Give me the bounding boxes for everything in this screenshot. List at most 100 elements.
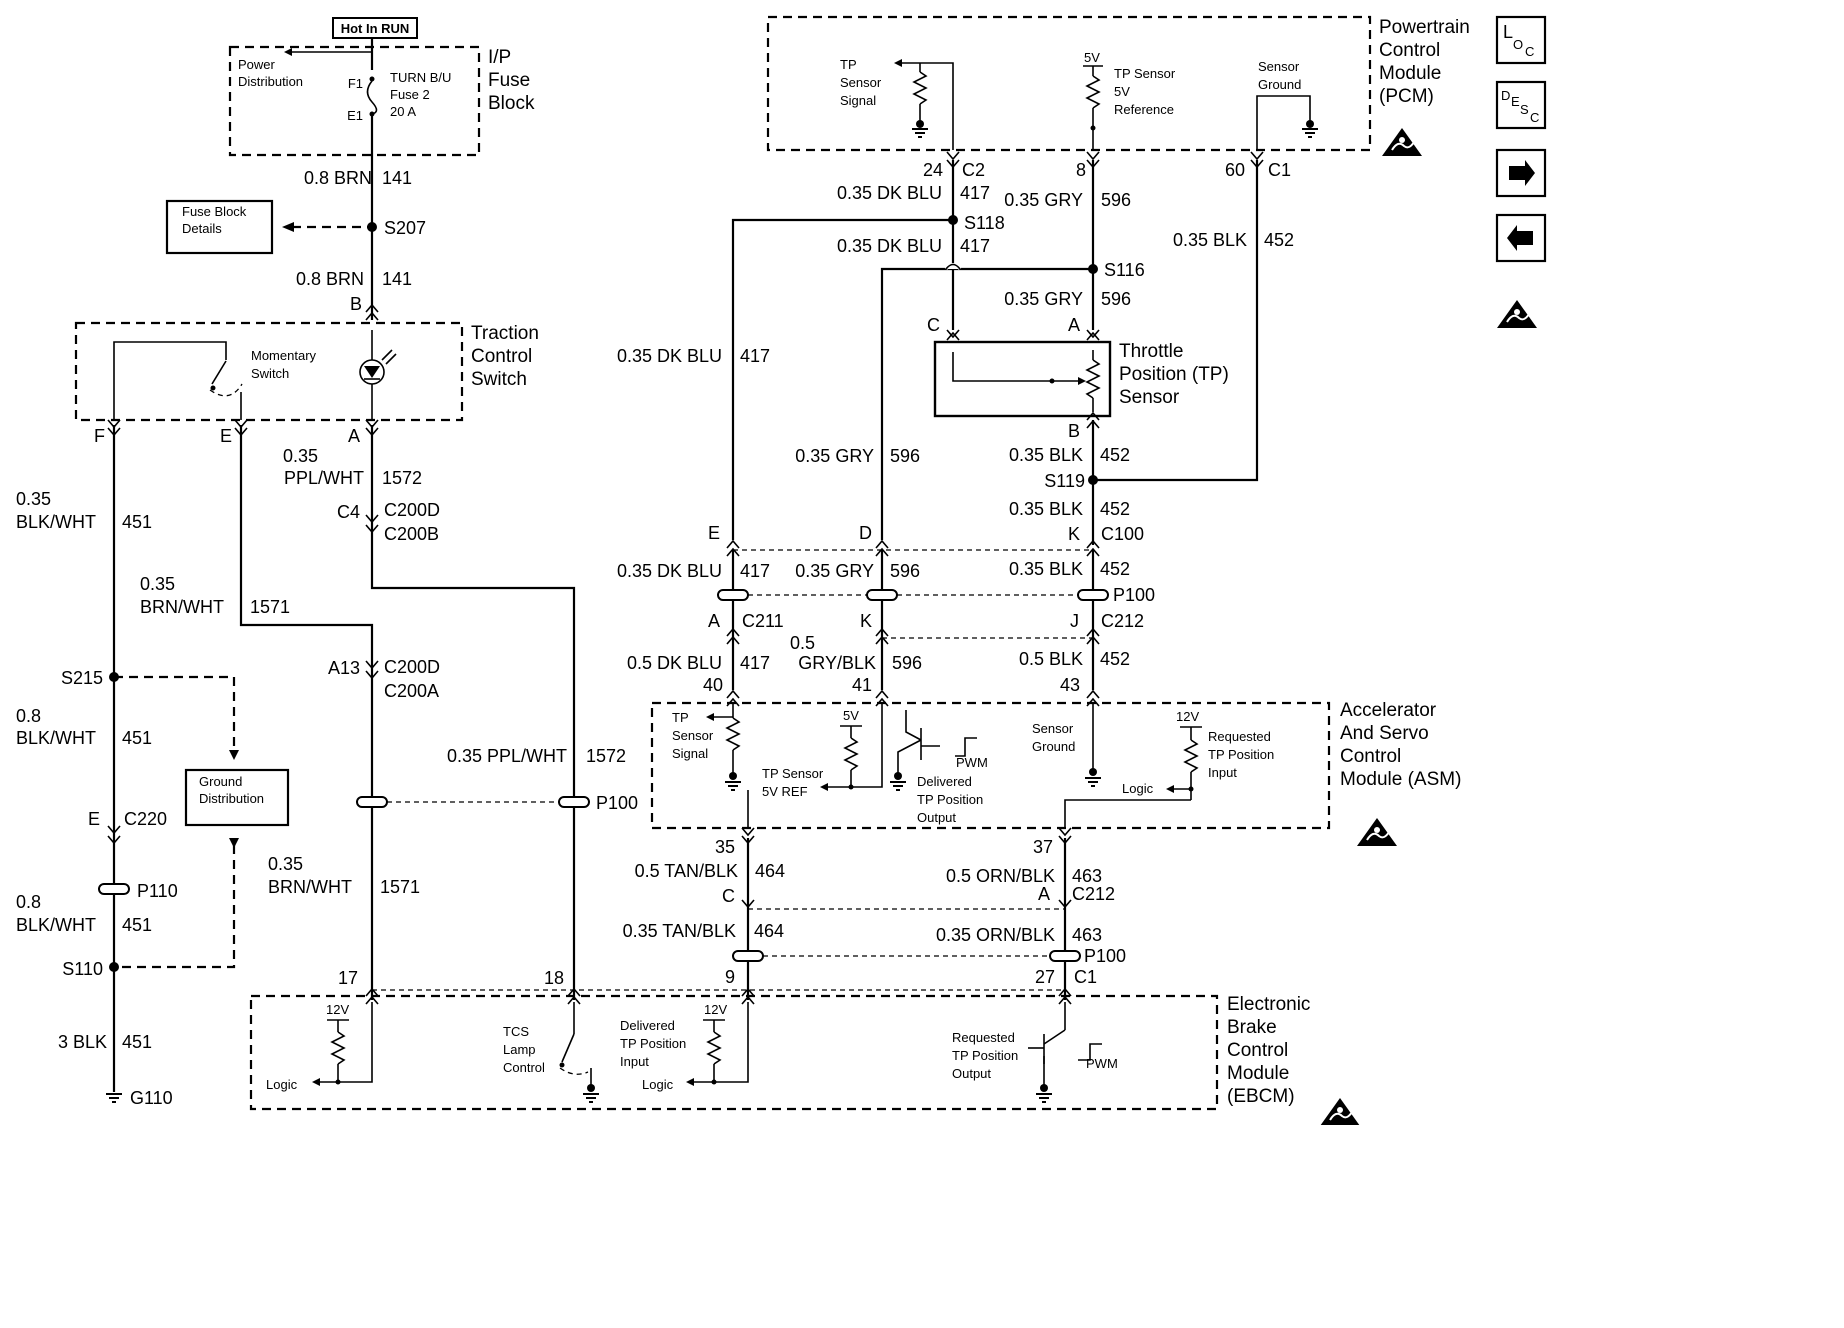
circuit-label: A bbox=[1038, 884, 1050, 904]
connector-chevron bbox=[365, 419, 379, 429]
circuit-label: 141 bbox=[382, 168, 412, 188]
circuit-label: B bbox=[1068, 421, 1080, 441]
circuit-label: 27 bbox=[1035, 967, 1055, 987]
circuit-label: BLK/WHT bbox=[16, 512, 96, 532]
circuit-label: 452 bbox=[1100, 499, 1130, 519]
svg-text:12V: 12V bbox=[704, 1002, 727, 1017]
svg-text:E1: E1 bbox=[347, 108, 363, 123]
svg-text:E: E bbox=[1511, 94, 1520, 109]
circuit-label: 8 bbox=[1076, 160, 1086, 180]
svg-text:Sensor: Sensor bbox=[840, 75, 882, 90]
ground-distribution-box[interactable] bbox=[184, 768, 290, 827]
circuit-label: 451 bbox=[122, 915, 152, 935]
circuit-label: G110 bbox=[130, 1088, 173, 1108]
ground-g110-icon bbox=[105, 1093, 123, 1103]
svg-text:Module: Module bbox=[1379, 63, 1441, 84]
circuit-label: C200B bbox=[384, 524, 439, 544]
circuit-label: C212 bbox=[1101, 611, 1144, 631]
svg-text:Sensor: Sensor bbox=[1119, 387, 1180, 408]
splice-s207-label: S207 bbox=[384, 218, 426, 238]
circuit-label: 464 bbox=[755, 861, 785, 881]
connector-chevron bbox=[365, 514, 379, 524]
circuit-label: C bbox=[722, 886, 735, 906]
svg-text:5V: 5V bbox=[1114, 84, 1130, 99]
pcm-border bbox=[766, 15, 1372, 152]
circuit-label: 417 bbox=[740, 346, 770, 366]
circuit-label: 463 bbox=[1072, 925, 1102, 945]
circuit-label: 596 bbox=[890, 446, 920, 466]
circuit-label: S110 bbox=[62, 959, 103, 979]
connector-chevron bbox=[875, 539, 889, 549]
svg-text:12V: 12V bbox=[1176, 709, 1199, 724]
asm-title: Accelerator And Servo Control Module (AS… bbox=[1340, 700, 1461, 790]
connector-chevron bbox=[107, 419, 121, 429]
circuit-label: 596 bbox=[1101, 289, 1131, 309]
connector-chevron bbox=[1086, 547, 1100, 557]
esd-warning-icon[interactable] bbox=[1496, 299, 1538, 329]
circuit-label: 0.35 BLK bbox=[1009, 559, 1083, 579]
pcm-esd-icon bbox=[1381, 127, 1423, 157]
asm-sensor-ground-label: Sensor Ground bbox=[1032, 721, 1075, 754]
circuit-label: 0.35 GRY bbox=[1004, 289, 1083, 309]
arrow-left-icon[interactable] bbox=[1495, 213, 1547, 263]
svg-text:Sensor: Sensor bbox=[672, 728, 714, 743]
svg-text:5V: 5V bbox=[1084, 50, 1100, 65]
connector-chevron bbox=[741, 987, 755, 997]
connector-chevron bbox=[365, 670, 379, 680]
connector-chevron bbox=[726, 539, 740, 549]
svg-text:TP Sensor: TP Sensor bbox=[762, 766, 824, 781]
connector-chevron bbox=[1086, 419, 1100, 429]
svg-text:Momentary: Momentary bbox=[251, 348, 317, 363]
description-icon[interactable]: D E S C bbox=[1495, 80, 1547, 130]
svg-text:5V REF: 5V REF bbox=[762, 784, 808, 799]
svg-text:TP Position: TP Position bbox=[952, 1048, 1018, 1063]
svg-text:Signal: Signal bbox=[672, 746, 708, 761]
circuit-label: BLK/WHT bbox=[16, 728, 96, 748]
circuit-label: B bbox=[350, 294, 362, 314]
circuit-label: D bbox=[859, 523, 872, 543]
circuit-label: 0.8 bbox=[16, 706, 41, 726]
connector-chevron bbox=[1086, 539, 1100, 549]
circuit-label: J bbox=[1070, 611, 1079, 631]
circuit-label: BLK/WHT bbox=[16, 915, 96, 935]
connector-chevron bbox=[365, 660, 379, 670]
splice-s118-label: S118 bbox=[964, 213, 1005, 233]
connector-chevron bbox=[107, 835, 121, 845]
circuit-label: 24 bbox=[923, 160, 943, 180]
connector-chevron bbox=[726, 697, 740, 707]
circuit-label: 596 bbox=[1101, 190, 1131, 210]
pcm-5v-circuit bbox=[1083, 65, 1103, 150]
circuit-label: 0.35 DK BLU bbox=[837, 183, 942, 203]
connector-chevron bbox=[107, 427, 121, 437]
location-icon[interactable]: L O C bbox=[1495, 15, 1547, 65]
asm-delivered-label: Delivered TP Position Output bbox=[917, 774, 983, 825]
fuse-block-details-box[interactable] bbox=[165, 199, 274, 255]
svg-text:Switch: Switch bbox=[471, 369, 527, 390]
ebcm-requested-circuit: Requested TP Position Output PWM bbox=[952, 1002, 1118, 1103]
circuit-label: BRN/WHT bbox=[140, 597, 224, 617]
arrow-right-icon[interactable] bbox=[1495, 148, 1547, 198]
svg-text:Input: Input bbox=[1208, 765, 1237, 780]
svg-text:Lamp: Lamp bbox=[503, 1042, 536, 1057]
momentary-switch bbox=[113, 341, 243, 420]
circuit-label: 596 bbox=[892, 653, 922, 673]
svg-text:Switch: Switch bbox=[251, 366, 289, 381]
connector-chevron bbox=[365, 524, 379, 534]
svg-text:Position (TP): Position (TP) bbox=[1119, 364, 1229, 385]
svg-text:Delivered: Delivered bbox=[620, 1018, 675, 1033]
connector-chevron bbox=[1086, 689, 1100, 699]
circuit-label: A bbox=[1068, 315, 1080, 335]
asm-requested-label: Requested TP Position Input bbox=[1208, 729, 1274, 780]
fuse-symbol: F1 E1 bbox=[347, 76, 378, 123]
ebcm-delivered-circuit: Delivered TP Position Input 12V Logic bbox=[620, 1002, 749, 1092]
svg-text:Ground: Ground bbox=[1258, 77, 1301, 92]
circuit-label: C2 bbox=[962, 160, 985, 180]
connector-chevron bbox=[946, 329, 960, 339]
svg-text:And Servo: And Servo bbox=[1340, 723, 1429, 744]
connector-chevron bbox=[234, 427, 248, 437]
circuit-label: 1571 bbox=[250, 597, 290, 617]
p100-left-connector: 0.8 BRN bbox=[356, 796, 590, 808]
circuit-label: P110 bbox=[137, 881, 178, 901]
connector-chevrons bbox=[107, 151, 1264, 1005]
